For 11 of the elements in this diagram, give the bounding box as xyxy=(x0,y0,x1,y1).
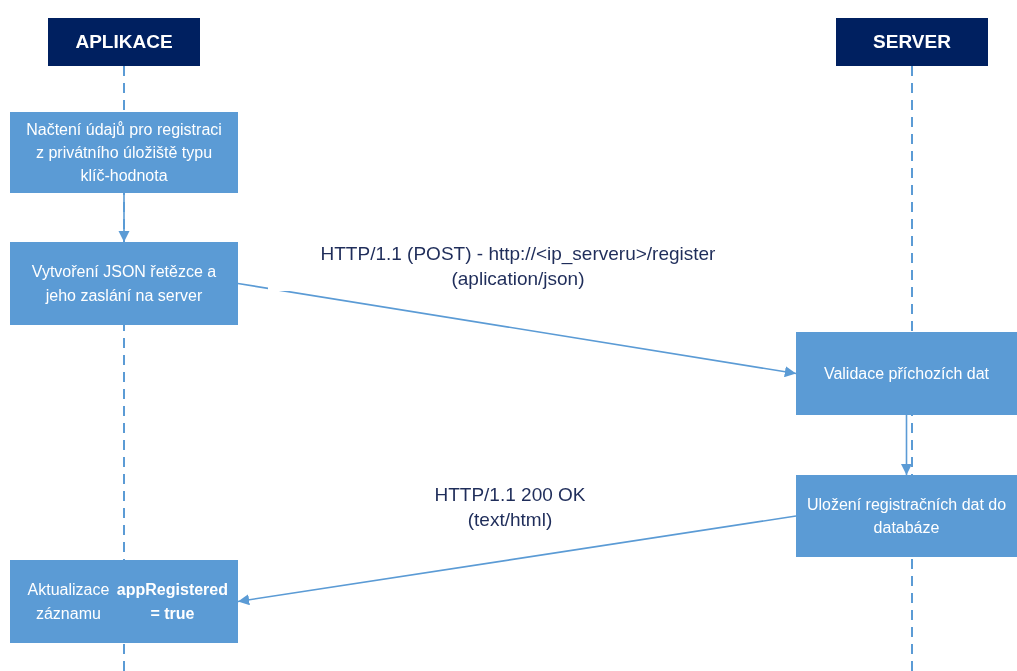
activity-box: Vytvoření JSON řetězce a jeho zaslání na server xyxy=(10,242,238,325)
arrow xyxy=(237,515,797,606)
lifeline-header: APLIKACE xyxy=(48,18,200,66)
activity-box: Validace příchozích dat xyxy=(796,332,1017,415)
arrow xyxy=(237,282,797,378)
arrow xyxy=(118,192,130,243)
activity-box: Načtení údajů pro registraci z privátního úložiště typu klíč-hodnota xyxy=(10,112,238,193)
lifeline-header: SERVER xyxy=(836,18,988,66)
arrow xyxy=(900,414,913,476)
activity-box: Aktualizace záznamu appRegistered = true xyxy=(10,560,238,643)
activity-box: Uložení registračních dat do databáze xyxy=(796,475,1017,557)
